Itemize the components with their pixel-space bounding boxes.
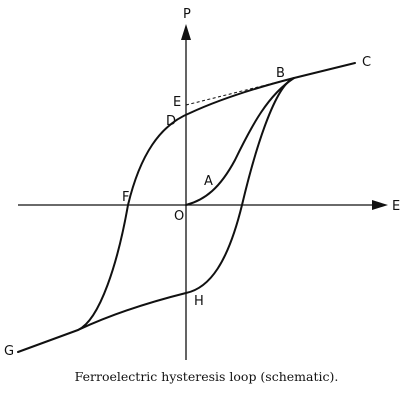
saturation-extrapolation-line [185, 78, 291, 106]
e-axis-arrowhead [372, 200, 388, 210]
figure-caption: Ferroelectric hysteresis loop (schematic… [74, 369, 339, 384]
p-axis-arrowhead [181, 24, 191, 40]
e-axis-label: E [392, 199, 400, 214]
label-h: H [194, 294, 204, 309]
label-c: C [362, 55, 371, 70]
upper-branch-curve [77, 62, 356, 331]
lower-branch-curve [17, 77, 295, 353]
label-g: G [4, 344, 14, 359]
label-b: B [276, 66, 285, 81]
label-e: E [173, 95, 181, 110]
label-f: F [122, 190, 129, 205]
initial-polarization-curve [185, 77, 295, 206]
p-axis-label: P [183, 7, 191, 22]
label-d: D [166, 114, 176, 129]
label-origin: O [174, 209, 184, 224]
label-a: A [204, 174, 213, 189]
